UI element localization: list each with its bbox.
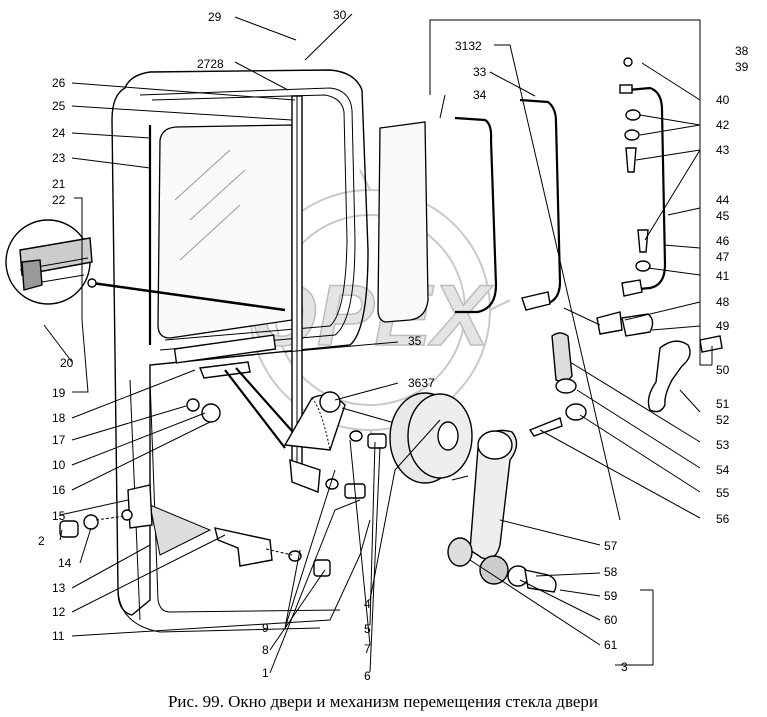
label-44: 44	[716, 193, 730, 207]
vent-lever	[647, 340, 691, 413]
label-40: 40	[716, 93, 730, 107]
label-45: 45	[716, 209, 730, 223]
label-21: 21	[52, 177, 66, 191]
label-41: 41	[716, 269, 730, 283]
label-3637: 3637	[408, 376, 435, 390]
label-57: 57	[604, 539, 618, 553]
label-54: 54	[716, 463, 730, 477]
label-55: 55	[716, 486, 730, 500]
label-42: 42	[716, 118, 730, 132]
label-6: 6	[364, 669, 371, 683]
label-60: 60	[604, 613, 618, 627]
label-35: 35	[408, 334, 422, 348]
label-38: 38	[735, 44, 749, 58]
label-59: 59	[604, 589, 618, 603]
label-25: 25	[52, 99, 66, 113]
lift-bar	[173, 334, 277, 364]
label-47: 47	[716, 250, 730, 264]
glass-runs	[377, 98, 562, 323]
label-56: 56	[716, 512, 730, 526]
label-53: 53	[716, 438, 730, 452]
label-30: 30	[333, 8, 347, 22]
label-19: 19	[52, 386, 66, 400]
label-3132: 3132	[455, 39, 482, 53]
window-regulator	[59, 334, 399, 577]
vent-mechanism	[528, 57, 723, 437]
label-9: 9	[262, 621, 269, 635]
label-20: 20	[60, 356, 74, 370]
label-58: 58	[604, 565, 618, 579]
label-17: 17	[52, 433, 66, 447]
leader-lines	[43, 13, 713, 674]
label-4: 4	[364, 597, 371, 611]
figure-caption: Рис. 99. Окно двери и механизм перемещен…	[168, 692, 598, 711]
label-5: 5	[364, 622, 371, 636]
label-29: 29	[208, 10, 222, 24]
door-frame	[111, 69, 369, 633]
label-33: 33	[473, 65, 487, 79]
label-16: 16	[52, 483, 66, 497]
label-3: 3	[621, 660, 628, 674]
label-10: 10	[52, 458, 66, 472]
label-2728: 2728	[197, 57, 224, 71]
label-12: 12	[52, 605, 66, 619]
label-51: 51	[716, 397, 730, 411]
label-2: 2	[38, 534, 45, 548]
label-13: 13	[52, 581, 66, 595]
label-50: 50	[716, 363, 730, 377]
label-1: 1	[262, 666, 269, 680]
label-39: 39	[735, 60, 749, 74]
label-61: 61	[604, 638, 618, 652]
seal-detail-inset	[5, 219, 286, 312]
label-14: 14	[58, 556, 72, 570]
door-panel-insert	[149, 504, 212, 556]
label-34: 34	[473, 88, 487, 102]
callout-labels: 29 30 2728 26 25 24 23 21 22 20 19 18 17…	[38, 8, 749, 683]
label-15: 15	[52, 509, 66, 523]
label-22: 22	[52, 193, 66, 207]
label-48: 48	[716, 295, 730, 309]
channel-bracket	[214, 527, 273, 567]
label-49: 49	[716, 319, 730, 333]
label-46: 46	[716, 234, 730, 248]
regulator-drum	[389, 392, 473, 484]
group-brackets	[429, 19, 712, 666]
label-11: 11	[52, 629, 65, 643]
label-23: 23	[52, 151, 66, 165]
label-43: 43	[716, 143, 730, 157]
lower-bracket	[127, 484, 153, 529]
label-18: 18	[52, 411, 66, 425]
side-glass	[377, 121, 429, 323]
label-52: 52	[716, 413, 730, 427]
label-26: 26	[52, 76, 66, 90]
label-24: 24	[52, 126, 66, 140]
label-7: 7	[364, 642, 371, 656]
door-glass	[157, 124, 293, 339]
label-8: 8	[262, 643, 269, 657]
